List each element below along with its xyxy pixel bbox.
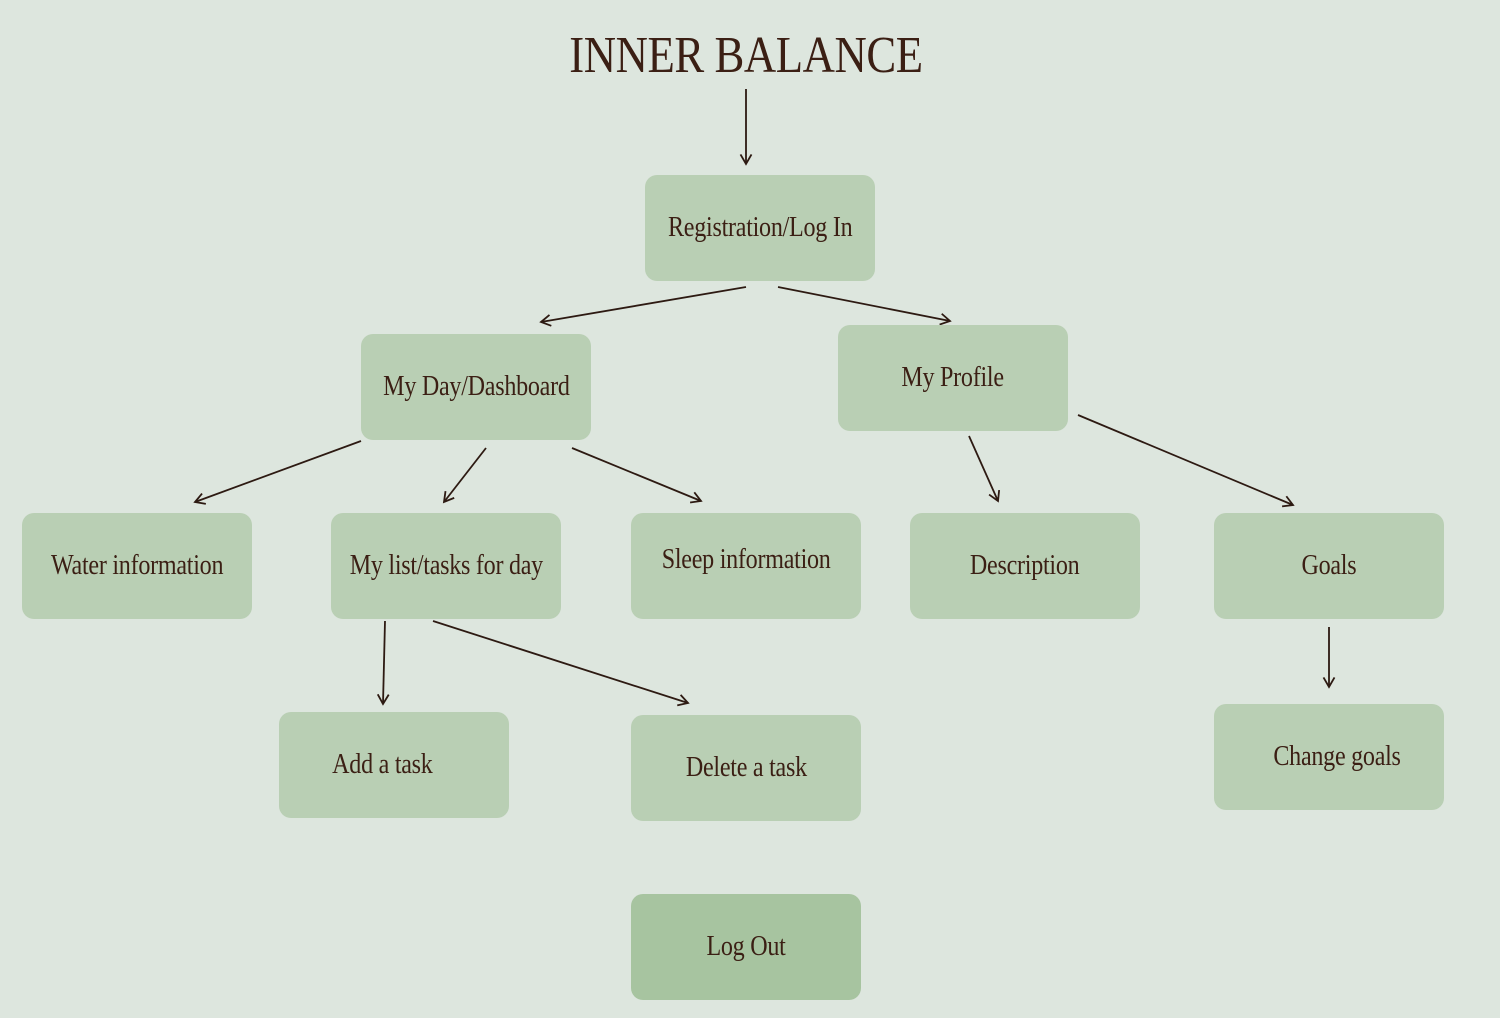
arrow-head xyxy=(677,694,690,707)
node-description-label: Description xyxy=(970,550,1080,581)
node-my-day: My Day/Dashboard xyxy=(361,334,591,440)
node-add-task: Add a task xyxy=(279,712,509,818)
arrow-line xyxy=(443,447,487,503)
node-my-profile: My Profile xyxy=(838,325,1068,431)
arrow-head xyxy=(193,492,206,505)
arrow-head xyxy=(689,491,703,504)
arrow-my-day-to-sleep xyxy=(571,447,703,504)
node-goals-label: Goals xyxy=(1301,550,1357,581)
arrow-my-profile-to-goals xyxy=(1077,414,1295,508)
arrow-my-profile-to-description xyxy=(968,435,1001,503)
arrow-line xyxy=(968,435,999,502)
diagram-title: INNER BALANCE xyxy=(569,27,923,84)
node-my-day-label: My Day/Dashboard xyxy=(382,371,570,402)
arrow-head xyxy=(376,693,390,706)
arrow-my-day-to-my-list xyxy=(442,447,487,504)
node-log-out: Log Out xyxy=(631,894,861,1000)
arrow-head xyxy=(739,154,753,166)
arrow-line xyxy=(777,286,951,322)
arrow-head xyxy=(1281,495,1295,508)
node-goals: Goals xyxy=(1214,513,1444,619)
node-my-profile-label: My Profile xyxy=(901,362,1005,393)
arrow-my-list-to-delete-task xyxy=(432,620,690,707)
arrow-my-day-to-water xyxy=(193,440,362,505)
node-log-out-label: Log Out xyxy=(706,931,786,962)
node-my-list: My list/tasks for day xyxy=(331,513,561,619)
arrow-head xyxy=(1322,677,1336,689)
arrow-head xyxy=(539,314,552,327)
arrow-line xyxy=(1077,414,1294,506)
arrow-head xyxy=(442,490,455,504)
arrow-registration-to-my-profile xyxy=(777,286,952,326)
arrow-title-to-registration xyxy=(739,89,753,166)
arrow-head xyxy=(988,489,1001,503)
arrow-line xyxy=(571,447,702,502)
node-registration-label: Registration/Log In xyxy=(667,212,853,243)
arrow-line xyxy=(194,440,362,503)
node-change-goals: Change goals xyxy=(1214,704,1444,810)
node-registration: Registration/Log In xyxy=(645,175,875,281)
node-delete-task: Delete a task xyxy=(631,715,861,821)
arrow-line xyxy=(382,620,386,705)
node-water-label: Water information xyxy=(50,550,224,581)
node-change-goals-label: Change goals xyxy=(1273,741,1401,772)
node-add-task-label: Add a task xyxy=(331,749,433,780)
node-water: Water information xyxy=(22,513,252,619)
node-sleep-label: Sleep information xyxy=(661,544,831,575)
arrow-my-list-to-add-task xyxy=(376,620,390,706)
node-my-list-label: My list/tasks for day xyxy=(349,550,543,581)
arrow-goals-to-change-goals xyxy=(1322,627,1336,689)
arrow-line xyxy=(432,620,689,704)
node-description: Description xyxy=(910,513,1140,619)
node-sleep: Sleep information xyxy=(631,513,861,619)
arrow-registration-to-my-day xyxy=(539,286,747,327)
node-delete-task-label: Delete a task xyxy=(685,752,807,783)
arrow-line xyxy=(540,286,747,323)
arrow-head xyxy=(939,313,952,326)
